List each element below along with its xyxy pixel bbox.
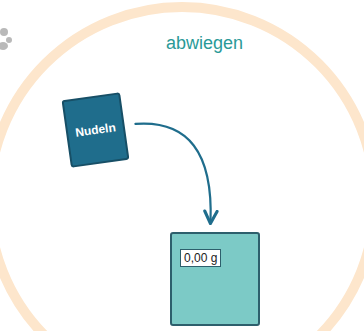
paw-icon — [0, 28, 12, 50]
kitchen-scale: 0,00 g — [170, 232, 260, 326]
step-heading: abwiegen — [166, 33, 243, 54]
noodle-package: Nudeln — [62, 92, 130, 168]
package-label: Nudeln — [74, 120, 116, 140]
scale-display: 0,00 g — [180, 249, 221, 267]
curved-arrow — [135, 124, 210, 222]
frame-circle — [0, 7, 364, 331]
